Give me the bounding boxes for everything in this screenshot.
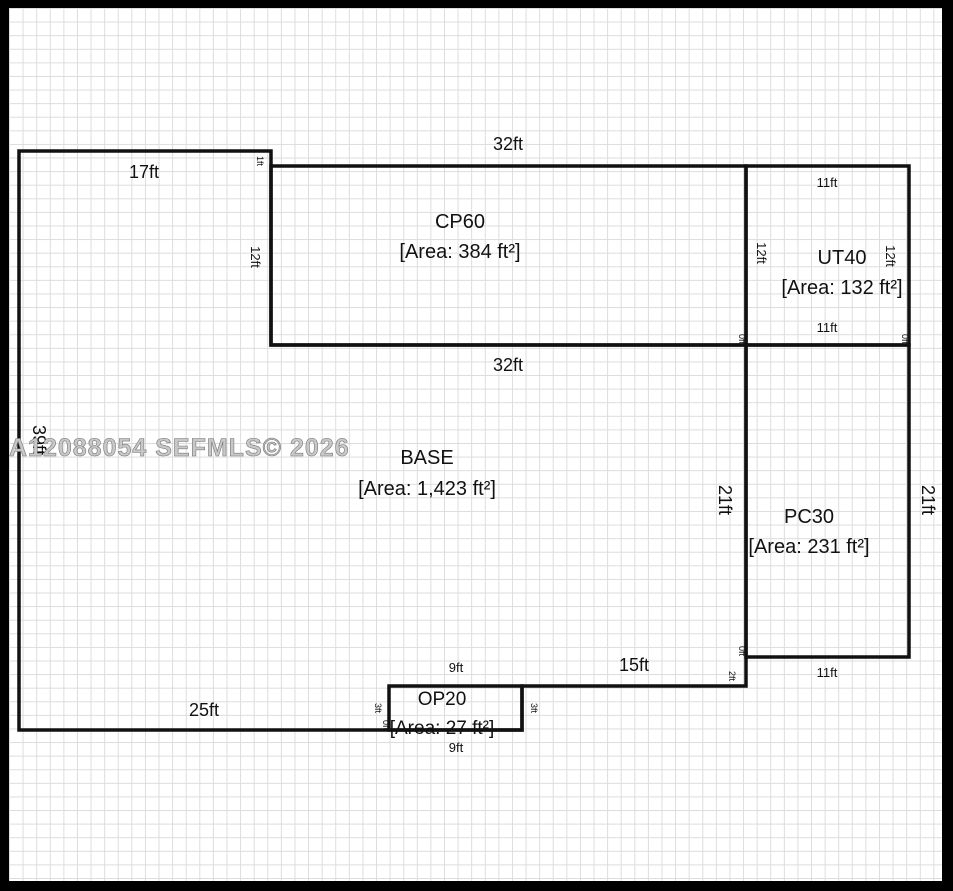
dim-base-step: 15ft — [619, 655, 649, 675]
dim-zero-d: 0ft — [381, 720, 391, 731]
mls-watermark: A12088054 SEFMLS© 2026 — [9, 434, 350, 462]
dim-op20-top: 9ft — [449, 660, 464, 675]
dim-ut40-top: 11ft — [817, 175, 838, 190]
cp60-area: [Area: 384 ft²] — [399, 241, 520, 263]
dim-cp60-bottom: 32ft — [493, 355, 523, 375]
ut40-label: UT40 — [818, 247, 867, 269]
dim-ut40-bottom: 11ft — [817, 320, 838, 335]
dim-ut40-left: 12ft — [754, 242, 769, 264]
op20-label: OP20 — [418, 689, 467, 710]
dim-base-left: 39ft — [29, 425, 49, 455]
dim-zero-a: 0ft — [737, 334, 747, 345]
dim-base-bottom: 25ft — [189, 700, 219, 720]
dim-pc30-corner: 2ft — [727, 671, 737, 682]
dim-zero-c: 0ft — [737, 646, 747, 657]
dim-base-top: 17ft — [129, 162, 159, 182]
dim-zero-b: 0ft — [900, 334, 910, 345]
dim-pc30-bottom: 11ft — [817, 665, 838, 680]
dim-pc30-left: 21ft — [715, 485, 735, 515]
pc30-area: [Area: 231 ft²] — [748, 536, 869, 558]
dim-op20-bottom: 9ft — [449, 740, 464, 755]
dim-cp60-top: 32ft — [493, 134, 523, 154]
dim-cp60-corner: 1ft — [255, 156, 265, 167]
op20-area: [Area: 27 ft²] — [390, 718, 495, 739]
pc30-outline — [744, 343, 911, 659]
op20-outline — [387, 684, 524, 732]
dim-op20-left: 3ft — [373, 703, 383, 714]
dim-ut40-right: 12ft — [883, 245, 898, 267]
floor-plan-sketch: CP60 [Area: 384 ft²] UT40 [Area: 132 ft²… — [9, 134, 938, 755]
dim-pc30-right: 21ft — [918, 485, 938, 515]
sketch-canvas: CP60 [Area: 384 ft²] UT40 [Area: 132 ft²… — [9, 8, 942, 881]
dim-cp60-left: 12ft — [248, 246, 263, 268]
ut40-area: [Area: 132 ft²] — [781, 277, 902, 299]
cp60-label: CP60 — [435, 211, 485, 233]
pc30-label: PC30 — [784, 506, 834, 528]
base-area: [Area: 1,423 ft²] — [358, 478, 496, 500]
dim-op20-right: 3ft — [529, 703, 539, 714]
base-label: BASE — [400, 447, 453, 469]
